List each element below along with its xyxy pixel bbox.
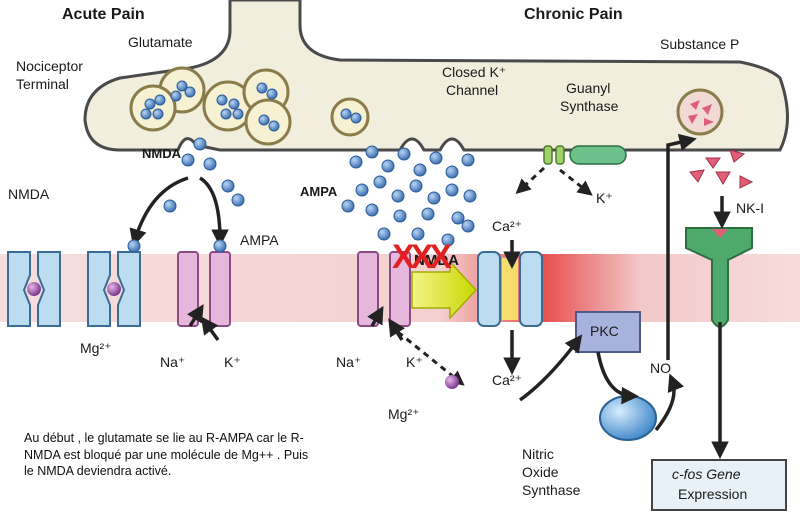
- nmda-channel-2: [87, 251, 141, 327]
- label-ca2-bottom: Ca²⁺: [492, 372, 522, 388]
- caption-text: Au début , le glutamate se lie au R-AMPA…: [24, 431, 309, 478]
- label-nmda-top: NMDA: [142, 146, 181, 161]
- label-no: NO: [650, 360, 671, 376]
- label-pkc: PKC: [590, 323, 619, 339]
- nos-ellipse: [599, 395, 657, 441]
- closed-k-channel: [543, 145, 553, 165]
- label-cfos-2: Expression: [678, 486, 748, 502]
- label-cfos-1: c-fos Gene: [672, 466, 741, 482]
- nk1-receptor-notch: [712, 229, 728, 238]
- guanyl-synthase: [569, 145, 627, 165]
- label-guanyl-1: Guanyl: [566, 80, 611, 96]
- label-nociceptor-2: Terminal: [16, 76, 69, 92]
- mg-ion-2: [107, 282, 121, 296]
- mg-ion-1: [27, 282, 41, 296]
- glutamate-dots: [127, 80, 477, 253]
- label-acute-pain: Acute Pain: [62, 6, 145, 23]
- label-glutamate: Glutamate: [128, 34, 193, 50]
- dashed-arrows: [397, 166, 593, 386]
- substance-p-molecules: [688, 100, 714, 126]
- label-nmda-left: NMDA: [8, 186, 50, 202]
- label-ca2-top: Ca²⁺: [492, 218, 522, 234]
- nmda-pore-glow: [502, 258, 518, 320]
- label-nk1: NK-I: [736, 200, 764, 216]
- nmda-channel-center: [477, 251, 543, 327]
- label-mg2-left: Mg²⁺: [80, 340, 112, 356]
- label-k-center: K⁺: [406, 354, 423, 370]
- label-nos-2: Oxide: [522, 464, 559, 480]
- block-marks: XXX: [392, 238, 452, 276]
- label-closed-k-1: Closed K⁺: [442, 64, 507, 80]
- label-nos-1: Nitric: [522, 446, 554, 462]
- substance-p-vesicle: [676, 88, 724, 136]
- label-substance-p: Substance P: [660, 36, 740, 52]
- label-k-left: K⁺: [224, 354, 241, 370]
- pkc-box: [575, 311, 641, 353]
- label-closed-k-2: Channel: [446, 82, 499, 98]
- label-guanyl-2: Synthase: [560, 98, 619, 114]
- mg-ion-released: [445, 375, 459, 389]
- label-mg2-center: Mg²⁺: [388, 406, 420, 422]
- label-nos-3: Synthase: [522, 482, 581, 498]
- label-nociceptor-1: Nociceptor: [16, 58, 83, 74]
- label-na-center: Na⁺: [336, 354, 362, 370]
- label-ampa-left: AMPA: [240, 232, 279, 248]
- closed-k-channel-2: [555, 145, 565, 165]
- nmda-channel-1: [7, 251, 61, 327]
- cfos-box: [651, 459, 787, 511]
- activation-arrow: [411, 260, 478, 320]
- label-k-top: K⁺: [596, 190, 613, 206]
- label-nmda-center: NMDA: [414, 252, 459, 269]
- substance-p-released: [689, 149, 754, 189]
- label-na-left: Na⁺: [160, 354, 186, 370]
- label-ampa-mid: AMPA: [300, 184, 338, 199]
- arrows: [129, 133, 731, 459]
- label-chronic-pain: Chronic Pain: [524, 6, 623, 23]
